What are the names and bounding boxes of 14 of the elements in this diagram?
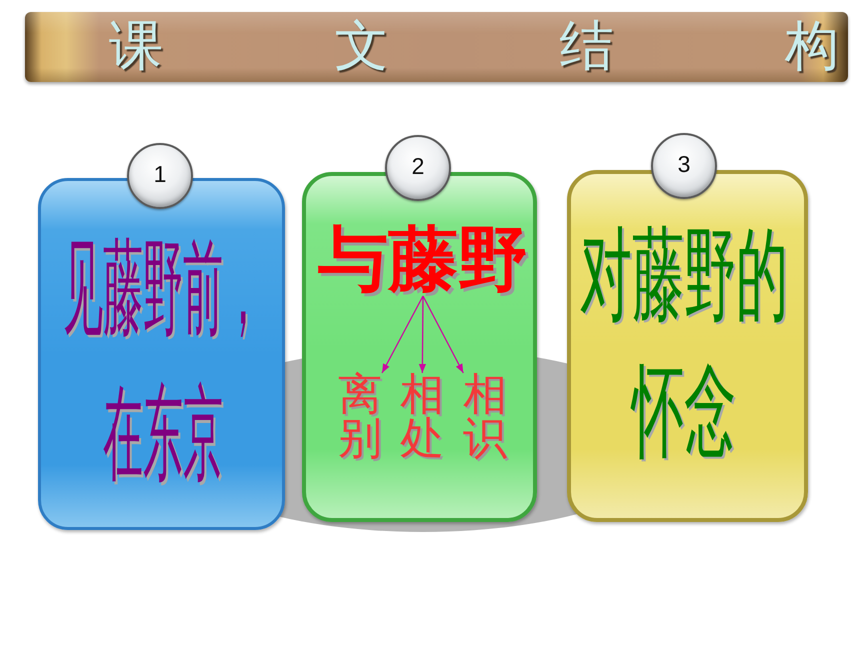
- card-text: 见藤野前，在东京: [62, 229, 264, 498]
- branch-text: 离别: [338, 373, 382, 461]
- rounded-card: [302, 172, 537, 522]
- title: 课文结构: [109, 14, 839, 78]
- heading-text: 与藤野: [313, 226, 533, 296]
- arrow: [381, 296, 424, 374]
- number-badge: 2: [385, 135, 451, 201]
- number-badge: 1: [127, 143, 193, 209]
- number-badge: 3: [651, 133, 717, 199]
- branch-text: 相处: [400, 373, 444, 461]
- branch-text: 相识: [463, 373, 507, 461]
- arrow: [418, 296, 426, 373]
- arrow: [422, 296, 464, 374]
- card-text: 对藤野的怀念: [579, 216, 789, 474]
